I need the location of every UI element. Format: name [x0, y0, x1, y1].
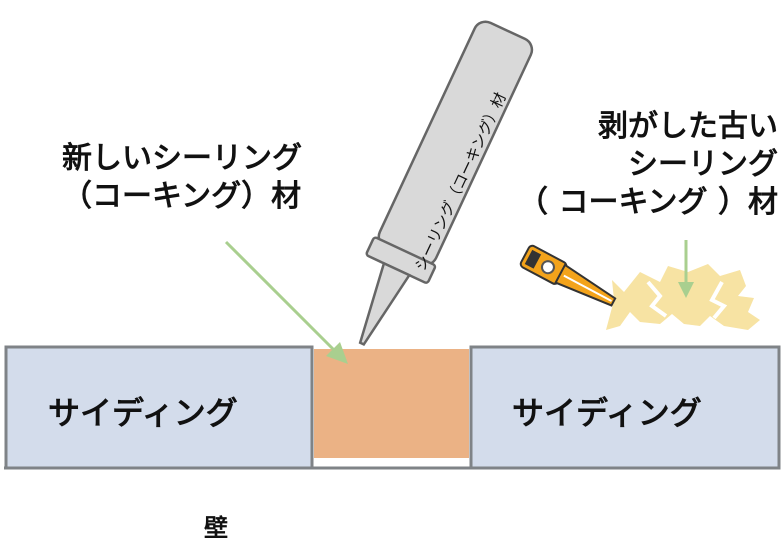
- old-sealant-label-line2: シーリング: [628, 147, 778, 182]
- old-sealant-label-line1: 剥がした古い: [598, 109, 778, 144]
- new-sealant-label-line2: （コーキング）材: [62, 179, 302, 214]
- caulking-gun-icon: [358, 20, 534, 347]
- old-sealant-chunks: [606, 264, 760, 330]
- wall-label: 壁: [204, 514, 228, 542]
- siding-right-label: サイディング: [512, 394, 702, 432]
- cutter-knife-icon: [519, 244, 617, 307]
- old-sealant-label-line3: （ コーキング ）材: [518, 185, 778, 220]
- new-sealant-arrow: [224, 240, 348, 364]
- old-sealant-label: 剥がした古い シーリング （ コーキング ）材: [518, 108, 778, 222]
- siding-panel-left: [4, 345, 314, 470]
- old-sealant-arrow: [678, 240, 694, 298]
- new-sealant-label-line1: 新しいシーリング: [62, 141, 302, 176]
- siding-panel-right: [469, 345, 781, 470]
- siding-left-label: サイディング: [48, 394, 238, 432]
- new-sealant-fill: [314, 349, 469, 458]
- new-sealant-label: 新しいシーリング （コーキング）材: [62, 140, 302, 216]
